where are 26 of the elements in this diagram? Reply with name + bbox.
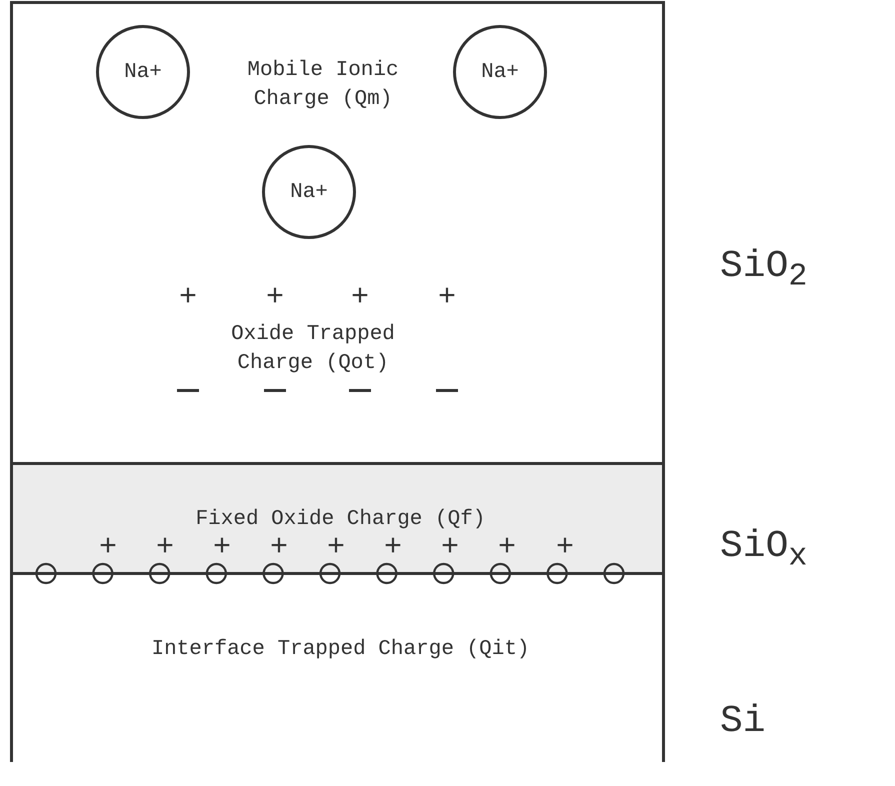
positive-charge: +: [436, 283, 457, 313]
positive-charge: +: [178, 283, 198, 313]
positive-charge: +: [554, 533, 575, 563]
charge-label: Oxide Trapped Charge (Qot): [230, 322, 396, 377]
suboxide-layer: [10, 462, 665, 575]
ion-circle: Na+: [453, 25, 547, 119]
layer-name: Si: [720, 700, 766, 743]
charge-label: Fixed Oxide Charge (Qf): [194, 507, 486, 533]
positive-charge: +: [268, 533, 289, 563]
positive-charge: +: [440, 533, 460, 563]
positive-charge: +: [98, 533, 118, 563]
layer-name: SiO$_{x}$: [720, 525, 808, 575]
ion-circle: Na+: [96, 25, 190, 119]
silicon-layer: [10, 572, 665, 762]
positive-charge: +: [350, 283, 370, 313]
charge-label: Interface Trapped Charge (Qit): [150, 637, 531, 663]
oxide-layer: [10, 1, 665, 465]
charge-label: Mobile Ionic Charge (Qm): [246, 58, 400, 113]
ion-circle: Na+: [262, 145, 356, 239]
positive-charge: +: [154, 533, 175, 563]
positive-charge: +: [496, 533, 517, 563]
positive-charge: +: [326, 533, 346, 563]
positive-charge: +: [382, 533, 403, 563]
positive-charge: +: [212, 533, 232, 563]
positive-charge: +: [264, 283, 285, 313]
layer-name: SiO$_{2}$: [720, 245, 808, 295]
